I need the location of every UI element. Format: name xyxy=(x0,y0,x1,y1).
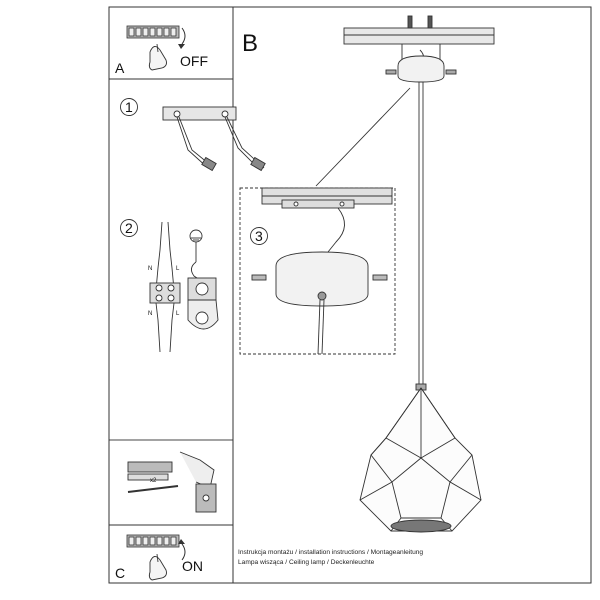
ground-symbol-icon xyxy=(189,229,203,243)
panel-a xyxy=(108,6,234,80)
fuse-box-icon xyxy=(126,25,180,39)
step-1-number: 1 xyxy=(125,99,133,115)
panel-c-letter: C xyxy=(115,565,126,581)
footer-line-2: Lampa wisząca / Ceiling lamp / Deckenleu… xyxy=(238,559,375,566)
terminal-label-n-bottom: N xyxy=(148,311,153,317)
panel-c xyxy=(108,524,234,584)
terminal-label-l-bottom: L xyxy=(176,311,180,317)
hand-switch-on-icon xyxy=(148,553,167,581)
terminal-label-n-top: N xyxy=(148,266,153,272)
arrow-up-icon xyxy=(181,543,186,561)
step-3-number: 3 xyxy=(255,228,263,244)
page-frame xyxy=(108,6,592,584)
terminal-label-l-top: L xyxy=(176,266,180,272)
step-2-number: 2 xyxy=(125,220,133,236)
geometric-shade-icon xyxy=(359,387,482,533)
step-2-diagram xyxy=(120,219,219,353)
hand-switch-off-icon xyxy=(148,43,167,71)
panel-a-letter: A xyxy=(115,60,125,76)
fuse-box-icon xyxy=(126,534,180,548)
footer-line-1: Instrukcja montażu / installation instru… xyxy=(238,549,424,556)
switch-on-label: ON xyxy=(182,558,203,574)
switch-off-label: OFF xyxy=(180,53,208,69)
panel-b-lamp xyxy=(315,15,495,533)
arrow-down-icon xyxy=(181,27,186,45)
step-1-diagram xyxy=(120,98,266,172)
panel-b-letter: B xyxy=(242,30,259,57)
step-3-diagram xyxy=(239,187,396,355)
mounting-hardware xyxy=(108,439,234,526)
quantity-label: x2 xyxy=(150,478,157,484)
drill-icon xyxy=(179,451,217,513)
